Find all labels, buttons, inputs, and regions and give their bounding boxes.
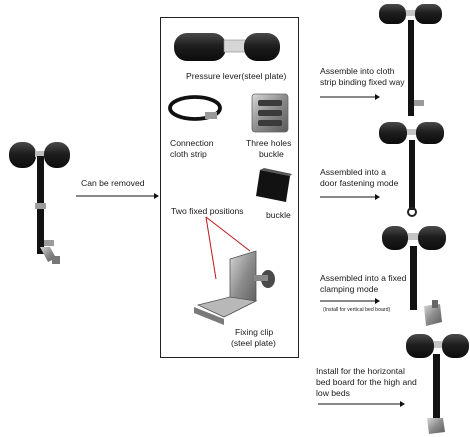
mode-3-label-line-1: Assembled into a fixed: [320, 273, 407, 283]
left-bar-assembly: [9, 142, 70, 264]
pressure-lever-label: Pressure lever(steel plate): [186, 71, 287, 81]
mode-1-arrow: [320, 94, 380, 100]
mode-4-label-line-1: Install for the horizontal: [316, 366, 405, 376]
fixing-clip-label-2: (steel plate): [231, 338, 276, 348]
buckle-image: [256, 168, 292, 202]
connection-strip-label-2: cloth strip: [170, 149, 207, 159]
three-holes-buckle-image: [251, 93, 289, 133]
mode-clamping-image: [382, 226, 446, 326]
two-fixed-positions-label: Two fixed positions: [171, 206, 244, 216]
fixing-clip-label-1: Fixing clip: [235, 327, 274, 337]
mode-2-arrow: [320, 194, 380, 200]
connection-strip-image: [168, 95, 222, 121]
mode-4-label-line-2: bed board for the high and: [316, 377, 417, 387]
mode-3-note: (Install for vertical bed board): [323, 307, 391, 313]
fixing-clip-image: [194, 250, 275, 325]
connection-strip-label-1: Connection: [170, 138, 214, 148]
mode-horizontal-bed-image: [406, 334, 469, 434]
pressure-lever-image: [174, 33, 280, 61]
mode-3-arrow: [320, 298, 380, 304]
mode-3-label-line-2: clamping mode: [320, 284, 379, 294]
mode-1-label-line-2: strip binding fixed way: [320, 77, 405, 87]
mode-1-label-line-1: Assemble into cloth: [320, 66, 395, 76]
can-be-removed-arrow: [76, 193, 159, 199]
three-holes-buckle-label-2: buckle: [259, 149, 284, 159]
buckle-label: buckle: [266, 210, 291, 220]
can-be-removed-label: Can be removed: [81, 178, 145, 188]
mode-2-label-line-1: Assembled into a: [320, 167, 386, 177]
parts-box: [160, 17, 299, 358]
mode-4-label-line-3: low beds: [316, 388, 350, 398]
fixed-positions-pointer-lines: [205, 216, 251, 280]
mode-2-label-line-2: door fastening mode: [320, 178, 399, 188]
mode-door-fastening-image: [379, 122, 444, 217]
three-holes-buckle-label-1: Three holes: [246, 138, 292, 148]
mode-4-arrow: [318, 401, 405, 407]
mode-strip-binding-image: [379, 4, 442, 116]
